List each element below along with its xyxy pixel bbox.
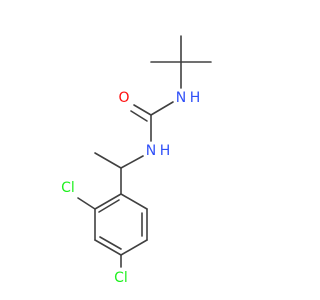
bond-ring-c3-c4: [94, 239, 122, 256]
bond-ch-methyl: [94, 152, 122, 169]
bond-n-mid-ch: [120, 155, 144, 169]
bond-carbonyl-o-2: [130, 110, 148, 122]
atom-oxygen: O: [118, 90, 129, 106]
atom-nitrogen-mid: N: [146, 143, 156, 159]
bond-ring-c1-c2: [94, 193, 122, 210]
bond-ring-cl-ortho: [77, 197, 96, 210]
bond-ring-c3-c4-inner: [99, 236, 122, 250]
atom-nitrogen-top: N: [176, 90, 186, 106]
atom-chlorine-ortho: Cl: [61, 180, 75, 196]
bond-ring-c6-c1: [120, 193, 148, 210]
molecule-structure: O N H N H Cl Cl: [61, 35, 212, 286]
bond-carbonyl-o-1: [133, 104, 152, 116]
atom-chlorine-para: Cl: [114, 270, 128, 286]
bond-ring-c1-c2-inner: [98, 199, 120, 213]
bond-n-top-carbonyl: [150, 101, 174, 116]
bond-ring-c4-c5: [120, 239, 148, 256]
atom-hydrogen-top: H: [190, 90, 201, 106]
atom-hydrogen-mid: H: [160, 143, 171, 159]
